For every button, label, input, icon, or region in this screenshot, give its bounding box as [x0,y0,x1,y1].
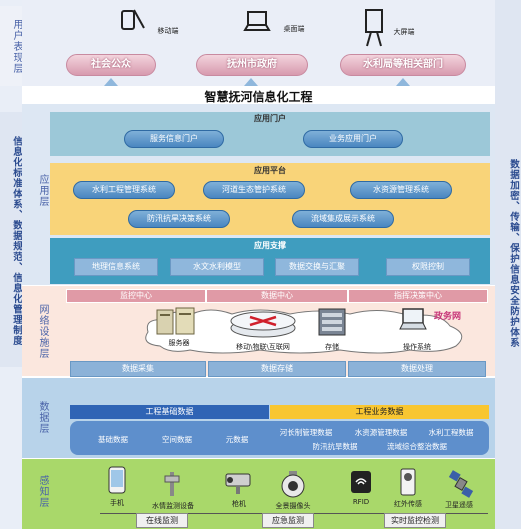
data-basic: 基础数据 [98,435,128,444]
center-monitor: 监控中心 [66,289,206,303]
gov-net-label: 政务网 [434,312,462,322]
data-water-resource: 水资源管理数据 [354,428,408,437]
data-basin-remediation: 流域综合整治数据 [387,442,447,451]
server-icon [152,306,202,336]
layer-label-app: 应用层 [37,173,48,207]
app-platform-title: 应用平台 [254,166,286,175]
sense-phone: 手机 [110,499,124,507]
router-icon [228,308,298,338]
audience-public: 社会公众 [66,54,156,76]
satellite-icon [446,470,476,498]
data-meta: 元数据 [225,435,249,444]
portal-service: 服务信息门户 [124,130,224,148]
node-network: 移动\物联\互联网 [236,343,290,351]
arrow-up-icon [244,78,258,86]
device-label-desktop: 桌面端 [283,25,305,33]
data-biz-title: 工程业务数据 [355,407,404,416]
storage-icon [316,306,348,338]
rfid-icon [350,470,372,494]
device-label-bigscreen: 大屏端 [393,28,415,36]
left-standard-text: 信息化标准体系、数据规范、信息化管理制度 [11,136,22,346]
support-data-exchange: 数据交换与汇聚 [275,258,359,276]
right-strip [495,0,521,529]
data-biz-title-bar [270,405,489,419]
infrared-sensor-icon [398,468,418,496]
right-security-text: 数据加密、传输、保护信息安全防护体系 [508,158,519,348]
laptop-icon [243,10,271,34]
system-flood-drought: 防汛抗旱决策系统 [128,210,230,228]
layer-label-network: 网络设施层 [37,303,48,359]
system-water-resource: 水资源管理系统 [350,181,452,199]
node-storage: 存储 [325,343,339,351]
net-store: 数据存储 [208,361,346,377]
support-permission: 权限控制 [386,258,470,276]
data-base-title-bar [70,405,269,419]
data-spatial: 空间数据 [162,435,192,444]
center-data: 数据中心 [206,289,348,303]
arrow-up-icon [104,78,118,86]
group-online: 在线监测 [136,513,188,528]
data-flood: 防汛抗旱数据 [312,442,358,451]
net-process: 数据处理 [348,361,486,377]
data-base-title: 工程基础数据 [145,407,194,416]
diagram-title: 智慧抚河信息化工程 [204,90,313,104]
easel-screen-icon [363,8,387,48]
left-standard-bar [0,112,22,367]
portal-business: 业务应用门户 [303,130,403,148]
support-hydro-model: 水文水利模型 [170,258,264,276]
app-support-title: 应用支撑 [254,241,286,250]
system-water-project: 水利工程管理系统 [73,181,175,199]
sense-satellite: 卫星遥感 [445,501,473,509]
audience-government: 抚州市政府 [196,54,308,76]
device-label-mobile: 移动端 [157,27,179,35]
sense-bullet-cam: 枪机 [232,500,246,508]
sense-rfid: RFID [352,498,370,506]
app-portal-box [50,112,490,156]
sense-infrared: 红外传感 [394,500,422,508]
node-server: 服务器 [168,339,190,347]
sense-water: 水情监测设备 [152,502,194,510]
layer-label-sense: 感知层 [37,474,48,508]
data-water-project: 水利工程数据 [428,428,474,437]
audience-departments: 水利局等相关部门 [340,54,466,76]
layer-label-data: 数据层 [37,400,48,434]
smartphone-icon [108,466,126,494]
bullet-camera-icon [222,470,256,496]
water-monitor-icon [162,470,182,498]
group-realtime: 实时监控检测 [384,513,446,528]
app-portal-title: 应用门户 [254,114,286,123]
support-gis: 地理信息系统 [74,258,158,276]
system-basin-display: 流域集成展示系统 [292,210,394,228]
sense-dome-cam: 全景摄像头 [275,502,311,510]
mobile-pen-icon [118,8,148,32]
center-command: 指挥决策中心 [348,289,488,303]
arrow-up-icon [396,78,410,86]
laptop-os-icon [398,306,428,334]
data-river-chief: 河长制管理数据 [279,428,333,437]
group-emergency: 应急监测 [262,513,314,528]
data-items-box [70,421,489,455]
layer-label-user: 用户表现层 [0,6,22,86]
node-os: 操作系统 [403,343,431,351]
system-river-ecology: 河道生态管护系统 [203,181,305,199]
dome-camera-icon [278,470,308,500]
app-platform-box [50,163,490,235]
net-collect: 数据采集 [70,361,206,377]
